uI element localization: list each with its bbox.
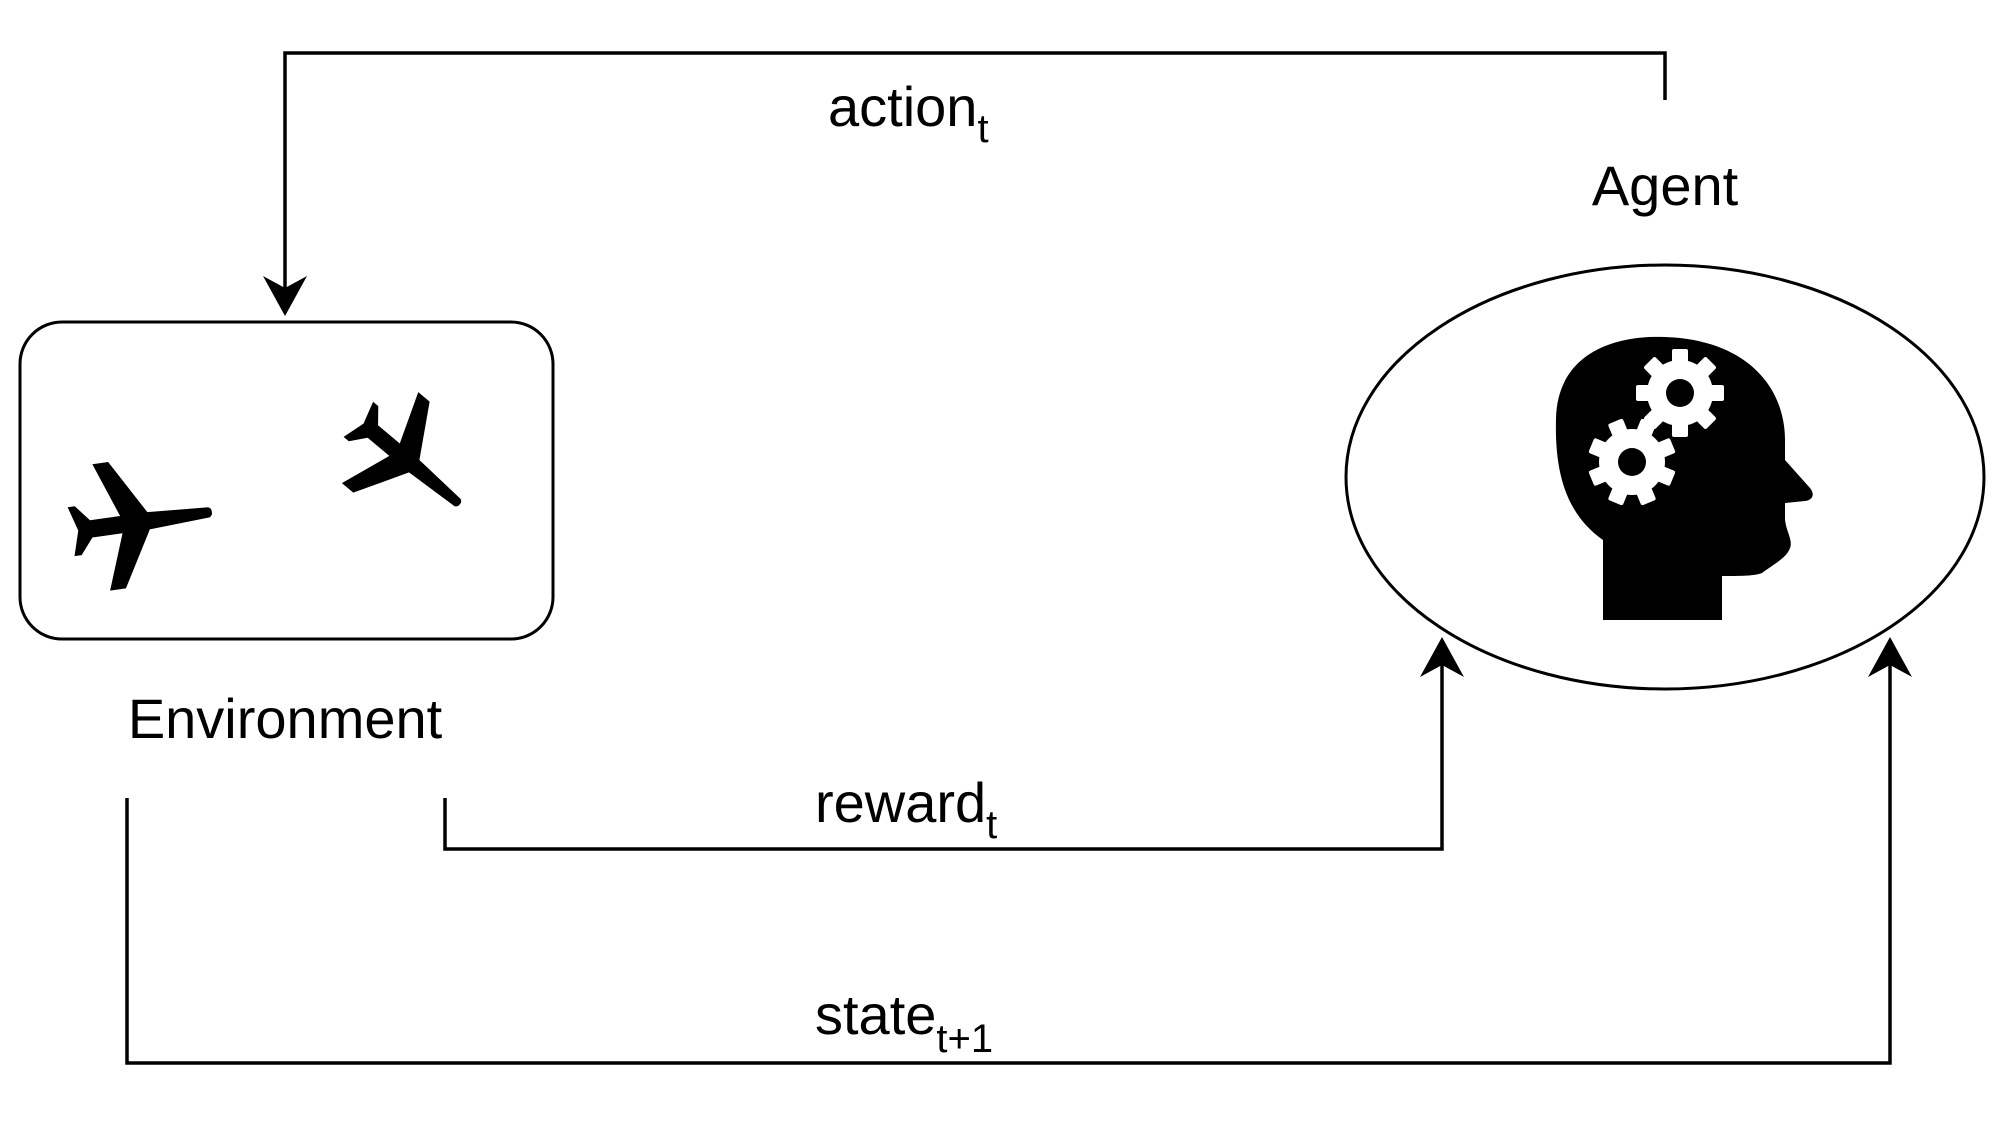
action-label: actiont bbox=[828, 75, 989, 151]
agent-label: Agent bbox=[1592, 154, 1739, 217]
action-label-base: action bbox=[828, 75, 977, 138]
reward-arrowhead bbox=[1420, 637, 1464, 677]
reward-connector bbox=[443, 637, 1464, 851]
environment-label: Environment bbox=[128, 687, 443, 750]
agent-ellipse bbox=[1344, 263, 1986, 691]
state-label-base: state bbox=[815, 983, 936, 1046]
state-label: statet+1 bbox=[815, 983, 993, 1061]
reward-label: rewardt bbox=[815, 771, 997, 847]
state-label-subscript: t+1 bbox=[936, 1017, 993, 1061]
head-with-gears-icon bbox=[1555, 336, 1813, 620]
gear-icon bbox=[1636, 349, 1724, 437]
state-arrowhead bbox=[1868, 637, 1912, 677]
airplane-icon bbox=[320, 373, 499, 551]
reward-label-subscript: t bbox=[986, 803, 997, 847]
environment-box bbox=[18, 320, 555, 641]
gear-icon bbox=[1588, 418, 1676, 506]
action-connector bbox=[263, 51, 1667, 316]
state-connector bbox=[125, 637, 1912, 1065]
reward-label-base: reward bbox=[815, 771, 986, 834]
action-label-subscript: t bbox=[977, 107, 988, 151]
action-arrowhead bbox=[263, 276, 307, 316]
airplane-icon bbox=[62, 448, 222, 595]
